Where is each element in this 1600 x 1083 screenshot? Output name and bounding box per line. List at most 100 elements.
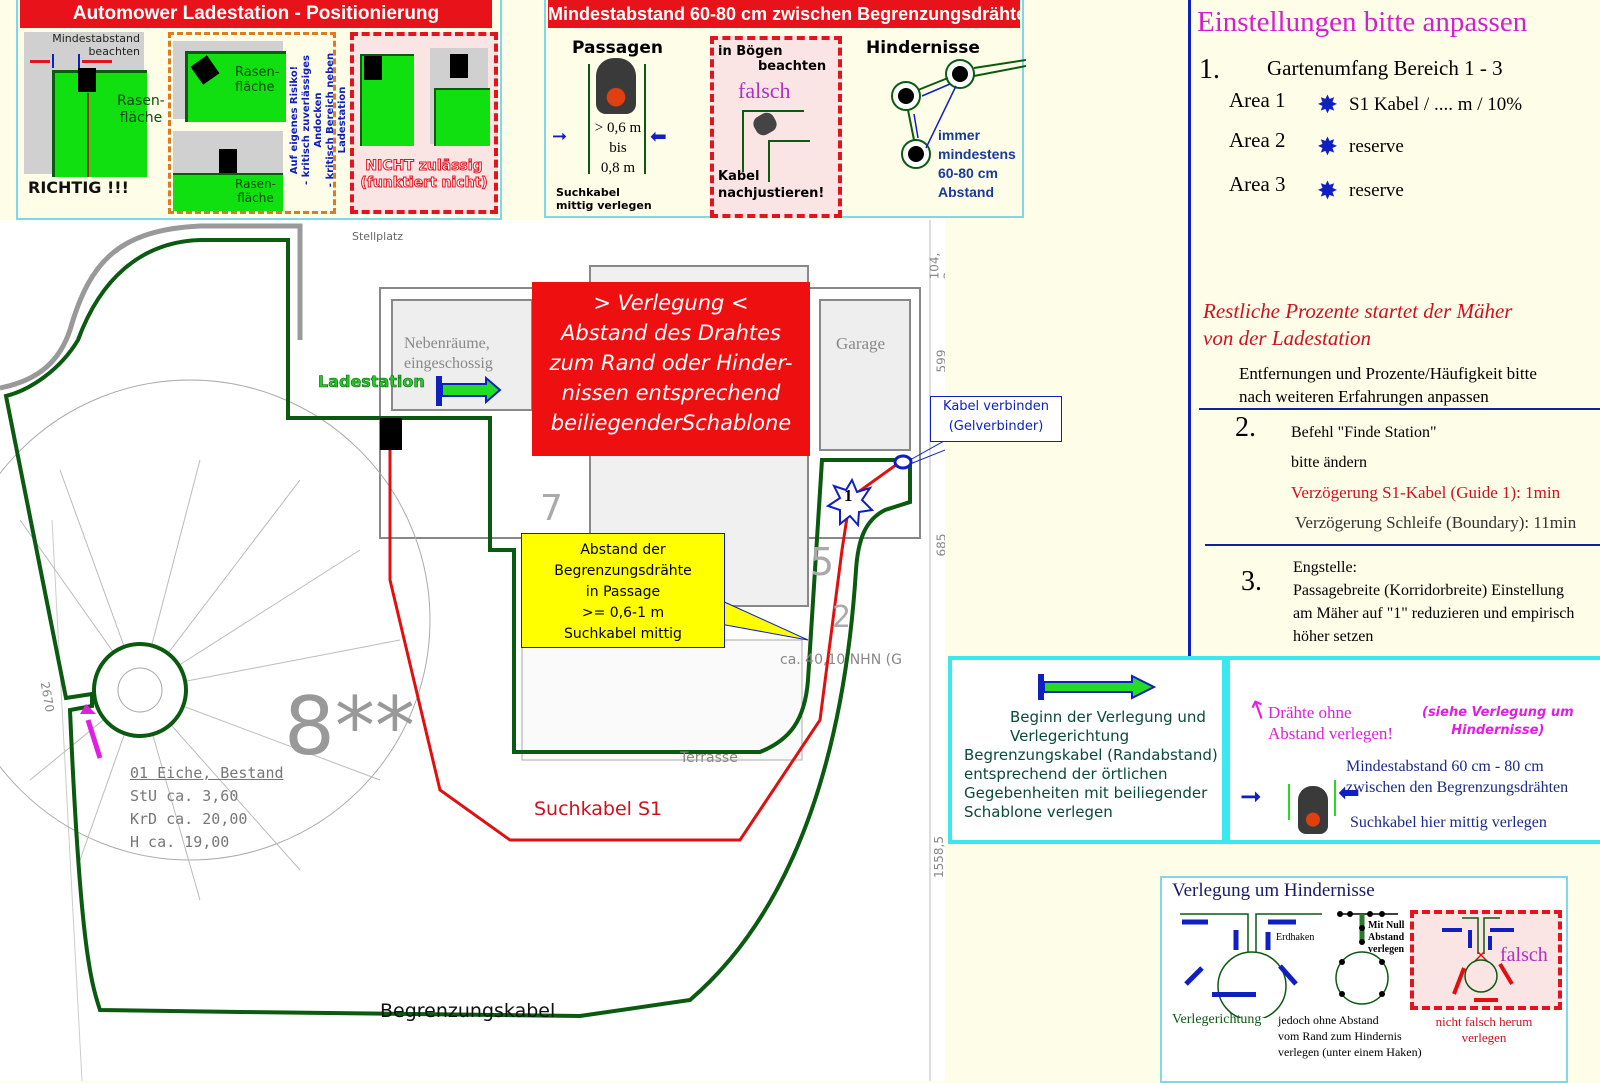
boegen-note: Kabel nachjustieren! <box>718 168 824 202</box>
pink-ref-note: (siehe Verlegung um Hindernisse) <box>1422 704 1574 740</box>
star-icon: ✸ <box>1317 92 1338 119</box>
section3-line: Engstelle: <box>1293 559 1357 576</box>
note-line: vom Rand zum Hindernis <box>1278 1029 1402 1043</box>
note-line: zum Rand oder Hinder- <box>549 351 793 375</box>
note-line: Abstand <box>938 184 994 200</box>
boegen-box: in Bögen beachten falsch Kabel nachjusti… <box>710 36 842 218</box>
risk-note: Auf eigenes Risiko! - kritisch zuverläss… <box>289 35 349 205</box>
dimension-line <box>51 519 83 1081</box>
note-line: mittig verlegen <box>556 199 652 212</box>
distance-note: Mindestabstand 60 cm - 80 cm zwischen de… <box>1346 756 1568 798</box>
rasen-label: Rasen- <box>235 65 280 80</box>
tree-line: StU ca. 3,60 <box>130 787 239 805</box>
guide-wire <box>87 93 89 177</box>
rest-note: Restliche Prozente startet der Mäher von… <box>1203 298 1512 352</box>
not-allowed-label: NICHT zulässig (funktiert nicht) <box>354 158 494 192</box>
tree-protection-loop <box>92 642 188 738</box>
charging-station-icon <box>219 149 237 173</box>
arrow-right-icon: ➞ <box>1240 782 1262 812</box>
richtig-diagram: Mindestabstand beachten Rasen- fläche <box>24 32 165 177</box>
callout-line: Abstand der <box>580 542 666 558</box>
hindernisse-note: immer mindestens 60-80 cm Abstand <box>938 126 1016 202</box>
section3-body: Engstelle: Passagebreite (Korridorbreite… <box>1293 556 1574 648</box>
passagen-title: Passagen <box>572 38 663 58</box>
callout-pointer <box>909 439 945 465</box>
note-line: von der Ladestation <box>1203 326 1371 350</box>
mower-icon <box>596 58 636 114</box>
wrong-routing-diagram <box>1442 917 1514 1002</box>
tree-branches <box>19 459 401 901</box>
tree-line: KrD ca. 20,00 <box>130 810 248 828</box>
ladestation-label: Ladestation <box>318 372 425 392</box>
passagen-distance: > 0,6 m bis 0,8 m <box>592 118 644 178</box>
marker-line <box>78 54 80 68</box>
legend-line: entsprechend der örtlichen <box>964 765 1168 783</box>
legend-line: Schablone verlegen <box>964 803 1113 821</box>
plot-number-2: 2 <box>832 600 852 635</box>
note-line: 60-80 cm <box>938 165 998 181</box>
distance-panel: Mindestabstand 60-80 cm zwischen Begrenz… <box>544 0 1026 218</box>
beachten-label: beachten <box>88 45 140 58</box>
star-icon: ✸ <box>1317 134 1338 161</box>
callout-line: Suchkabel mittig <box>564 626 682 642</box>
red-arrow-left-icon <box>82 60 112 63</box>
note-line: > Verlegung < <box>593 291 749 315</box>
note-line: jedoch ohne Abstand <box>1278 1013 1379 1027</box>
legend-line: Drähte ohne <box>1268 703 1352 722</box>
obstacle-icon <box>898 88 914 104</box>
callout-line: (Gelverbinder) <box>948 419 1044 434</box>
area-star-icon <box>825 477 875 528</box>
hindernisse-title: Hindernisse <box>866 38 980 58</box>
falsch-label: falsch <box>1500 944 1548 966</box>
not-allowed-box: NICHT zulässig (funktiert nicht) <box>350 32 498 214</box>
boundary-wire <box>644 64 646 174</box>
settings-title: Einstellungen bitte anpassen <box>1197 6 1528 38</box>
obstacle-icon <box>908 146 924 162</box>
note-line: Suchkabel <box>556 186 620 199</box>
garage-room <box>819 299 911 451</box>
flaeche-label: fläche <box>237 191 274 205</box>
tree-crown <box>0 379 431 861</box>
falsch-label: falsch <box>738 78 791 103</box>
erdhaken-label: Erdhaken <box>1276 932 1315 943</box>
risk-box: Rasen- fläche Rasen- fläche Auf eigenes … <box>168 32 348 214</box>
mower-icon <box>1298 786 1328 834</box>
garden-map: Stellplatz Nebenräume, eingeschossig Gar… <box>0 220 945 1081</box>
boundary-wire <box>3 238 912 1019</box>
callout-line: >= 0,6-1 m <box>581 605 665 621</box>
arrow-icon <box>1278 964 1298 986</box>
hint-note: Entfernungen und Prozente/Häufigkeit bit… <box>1239 362 1537 408</box>
wire <box>973 59 1026 77</box>
obstacle-loop <box>1335 951 1389 1005</box>
lawn-area: Rasen- fläche <box>52 70 165 177</box>
note-line: nicht falsch herum <box>1435 1014 1533 1029</box>
tree-info: 01 Eiche, Bestand StU ca. 3,60 KrD ca. 2… <box>130 762 284 854</box>
note-line: Mit Null <box>1368 920 1405 931</box>
note-line: Abstand des Drahtes <box>561 321 781 345</box>
marker-line <box>52 54 54 68</box>
boegen-line: in Bögen <box>718 44 783 59</box>
not-allowed-line: NICHT zulässig <box>365 158 483 175</box>
divider <box>1199 408 1600 410</box>
note-line: verlegen <box>1368 944 1405 955</box>
boundary-wire <box>1334 780 1336 816</box>
note-line: mindestens <box>938 146 1016 162</box>
callout-line: Begrenzungsdrähte <box>554 563 692 579</box>
direction-arrow-icon <box>441 375 502 405</box>
rasen-label: Rasen- <box>235 177 276 191</box>
positioning-panel: Automower Ladestation - Positionierung M… <box>16 0 502 220</box>
note-line: Abstand <box>1368 932 1405 943</box>
distance-line: 0,8 m <box>600 160 636 176</box>
start-marker <box>1038 674 1044 700</box>
stellplatz-label: Stellplatz <box>352 230 404 243</box>
terrace <box>521 639 803 761</box>
passage-callout: Abstand der Begrenzungsdrähte in Passage… <box>521 533 725 648</box>
nhn-label: ca. 40,10 NHN (G <box>780 652 902 668</box>
arrow-icon <box>1184 966 1204 986</box>
wire-corner <box>768 140 810 182</box>
area-row: Area 3 ✸ reserve <box>1229 172 1404 212</box>
mindestabstand-label: Mindestabstand <box>52 32 140 45</box>
tree-line: H ca. 19,00 <box>130 833 230 851</box>
section2-number: 2. <box>1235 412 1256 443</box>
wire <box>907 77 949 141</box>
